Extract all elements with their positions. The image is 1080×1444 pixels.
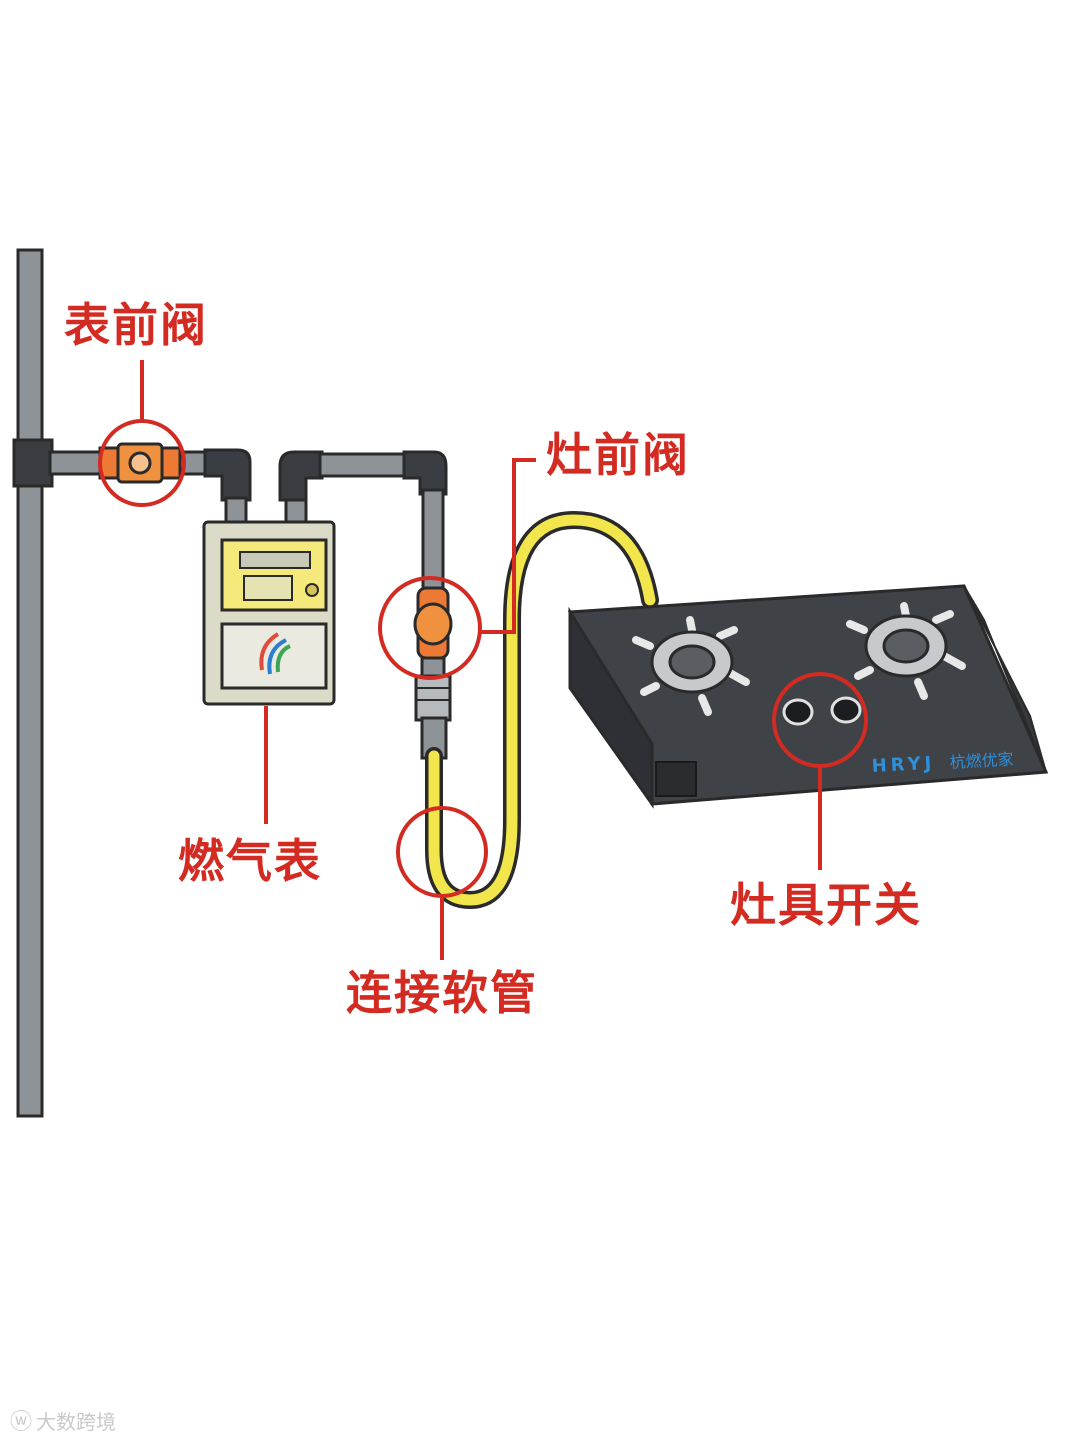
callout-circle-stove-front-valve [378, 576, 482, 680]
stove-brand-cn: 杭燃优家 [949, 750, 1014, 772]
riser-pipe [16, 248, 44, 1118]
meter-front-valve [98, 442, 182, 484]
weibo-icon: ⓦ [10, 1410, 33, 1435]
outlet-down-elbow [402, 450, 448, 496]
label-stove-switch: 灶具开关 [730, 878, 922, 932]
label-gas-meter: 燃气表 [178, 834, 322, 888]
stove-supply-pipe [421, 488, 445, 592]
stove-front-valve [413, 586, 453, 760]
watermark-text: 大数跨境 [36, 1410, 117, 1434]
left-knob [782, 698, 814, 726]
gas-stove: HRYJ 杭燃优家 [567, 584, 1049, 809]
right-burner [846, 602, 966, 700]
left-burner [632, 616, 750, 716]
tee-joint [12, 438, 54, 488]
stove-brand-latin: HRYJ [871, 753, 936, 777]
label-meter-front-valve: 表前阀 [64, 298, 208, 352]
label-connect-hose: 连接软管 [346, 966, 538, 1020]
gas-meter-body [202, 520, 336, 706]
right-knob [830, 696, 862, 724]
meter-outlet-elbow [278, 450, 324, 502]
leader-stove-front-valve [480, 458, 536, 634]
label-stove-front-valve: 灶前阀 [546, 428, 690, 482]
outlet-horizontal-pipe [318, 452, 412, 478]
meter-inlet-stub [224, 496, 248, 526]
meter-logo-icon [259, 632, 280, 671]
meter-inlet-elbow [203, 448, 252, 502]
